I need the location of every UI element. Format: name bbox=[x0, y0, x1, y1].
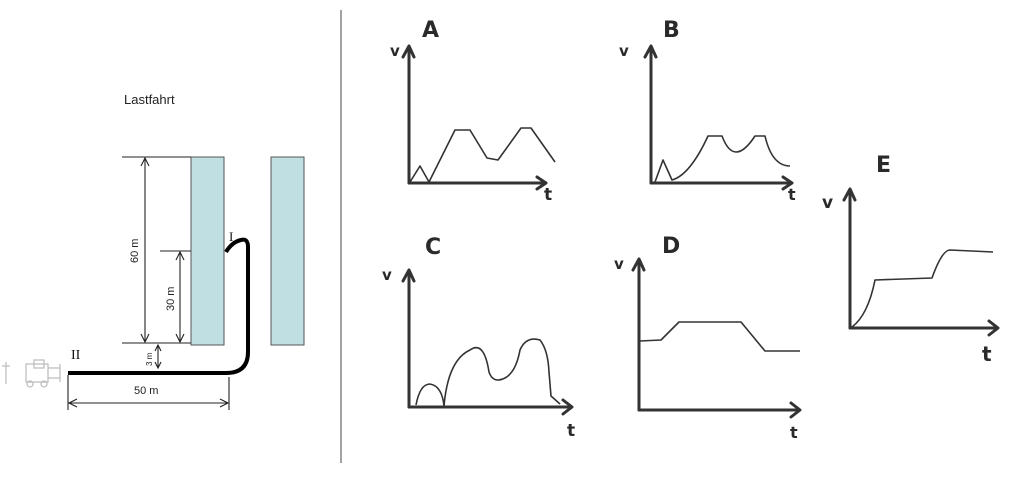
graph-a-curve bbox=[409, 127, 556, 183]
graph-b: B v t bbox=[619, 18, 796, 204]
graph-c: C v t bbox=[382, 235, 575, 441]
graph-e-letter: E bbox=[876, 153, 891, 178]
graph-b-letter: B bbox=[663, 18, 680, 43]
graph-c-x-label: t bbox=[567, 421, 575, 441]
graph-c-x-axis bbox=[407, 398, 574, 416]
dim-50-label: 50 m bbox=[134, 385, 158, 397]
dim-60-arrow-bottom bbox=[140, 333, 150, 344]
dim-30-arrow-bottom bbox=[175, 333, 185, 344]
dim-60-arrow-top bbox=[140, 156, 150, 167]
shelf-left bbox=[190, 156, 225, 346]
dim-3-label: 3 m bbox=[145, 352, 154, 366]
dim-50-arrow-left bbox=[67, 398, 78, 408]
graph-d-y-label: v bbox=[614, 255, 624, 273]
dim-30-arrow-top bbox=[175, 250, 185, 261]
dim-30-label: 30 m bbox=[165, 287, 177, 311]
graph-b-y-label: v bbox=[619, 42, 629, 60]
graph-d: D v t bbox=[614, 234, 802, 442]
graph-a-x-axis bbox=[407, 175, 548, 191]
graph-a: A v t bbox=[390, 18, 556, 205]
graph-a-x-label: t bbox=[544, 185, 552, 205]
dim-3-arrow-bottom bbox=[154, 361, 162, 370]
dim-3-arrow-top bbox=[154, 343, 162, 352]
graph-e-x-axis bbox=[848, 319, 1000, 337]
route-diagram: Lastfahrt 60 m 30 m 3 m 50 m I II bbox=[2, 92, 305, 410]
graph-e: E v t bbox=[822, 153, 1000, 366]
forklift-icon bbox=[2, 359, 61, 388]
graph-a-y-label: v bbox=[390, 42, 400, 60]
graph-c-curve bbox=[415, 338, 561, 407]
dim-50-arrow-right bbox=[219, 398, 230, 408]
graph-c-letter: C bbox=[425, 235, 441, 260]
graph-e-x-label: t bbox=[982, 342, 992, 366]
graph-b-curve bbox=[654, 135, 791, 183]
shelf-right bbox=[270, 156, 305, 346]
graph-e-y-label: v bbox=[822, 193, 833, 213]
dim-60-label: 60 m bbox=[129, 239, 141, 263]
route-path bbox=[68, 237, 250, 375]
graph-d-x-label: t bbox=[790, 423, 798, 442]
graph-a-letter: A bbox=[422, 18, 439, 43]
route-title: Lastfahrt bbox=[124, 92, 175, 107]
graph-c-y-label: v bbox=[382, 266, 392, 284]
point-1-label: I bbox=[229, 229, 233, 244]
graph-d-curve bbox=[639, 321, 800, 352]
graph-e-curve bbox=[851, 249, 994, 328]
graph-e-y-axis bbox=[842, 187, 857, 330]
graph-a-y-axis bbox=[401, 44, 416, 185]
graph-b-x-label: t bbox=[788, 185, 796, 204]
point-2-label: II bbox=[71, 348, 81, 363]
graph-c-y-axis bbox=[401, 268, 416, 409]
graph-b-x-axis bbox=[649, 175, 794, 191]
graph-d-y-axis bbox=[631, 257, 646, 412]
graph-d-x-axis bbox=[637, 401, 802, 419]
graph-b-y-axis bbox=[643, 44, 658, 185]
graph-d-letter: D bbox=[662, 234, 680, 259]
